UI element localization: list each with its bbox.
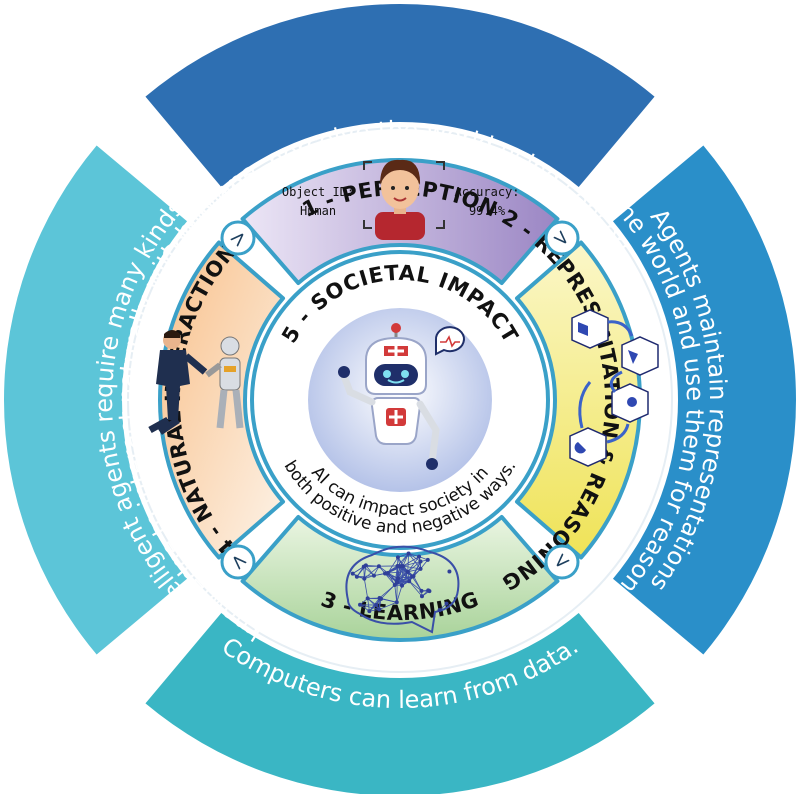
connector-top-right: >	[544, 220, 580, 256]
reasoning-band	[612, 145, 796, 655]
face-detection-icon	[363, 159, 445, 240]
center-robot-icon	[338, 323, 465, 470]
businessman-figure	[148, 330, 208, 435]
object-id-value: Human	[300, 204, 336, 218]
perception-panel: Object ID: Human Accuracy: 99.4%	[282, 159, 520, 240]
brain-network-icon	[345, 545, 460, 634]
robot-figure	[205, 336, 244, 429]
object-id-label: Object ID:	[282, 185, 354, 199]
connector-bottom-right: >	[544, 544, 580, 580]
accuracy-value: 99.4%	[469, 204, 506, 218]
cubes-reasoning-icon	[569, 309, 659, 467]
interaction-band	[4, 145, 188, 655]
perception-band	[145, 4, 655, 188]
learning-band	[145, 612, 655, 794]
outer-ring	[4, 4, 796, 794]
handshake-icon	[148, 330, 244, 435]
connector-bottom-left: >	[220, 544, 256, 580]
connector-top-left: >	[220, 220, 256, 256]
accuracy-label: Accuracy:	[454, 185, 519, 199]
